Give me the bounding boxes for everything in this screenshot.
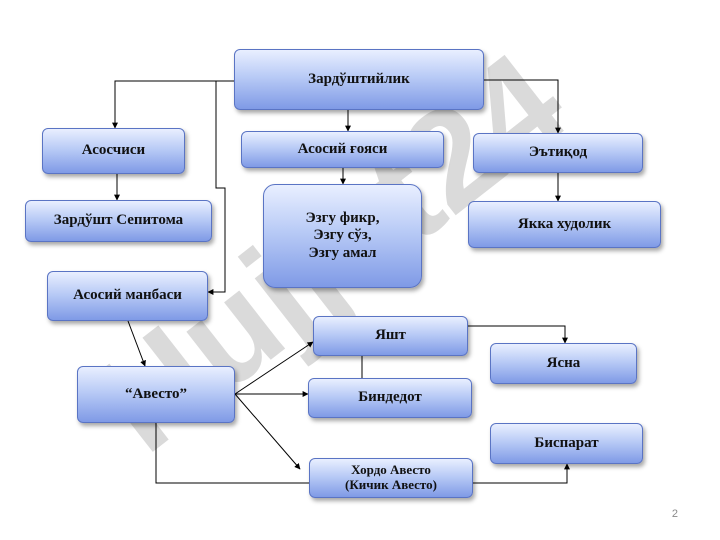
node-idea-text: Эзгу фикр, Эзгу сўз, Эзгу амал: [263, 184, 422, 288]
node-avesto: “Авесто”: [77, 366, 235, 423]
edge-root-belief: [484, 79, 561, 134]
node-bisparat: Биспарат: [490, 423, 643, 464]
node-belief-text: Якка худолик: [468, 201, 661, 248]
edge-source-avesto: [127, 320, 146, 367]
edge-avesto-khordo: [234, 393, 301, 470]
node-founder-name: Зардўшт Сепитома: [25, 200, 212, 242]
edge-avesto-yasht: [234, 341, 314, 395]
node-bindedot: Биндедот: [308, 378, 472, 418]
edge-root-founder: [112, 80, 234, 129]
node-khordo: Хордо Авесто (Кичик Авесто): [309, 458, 473, 498]
node-yasht: Яшт: [313, 316, 468, 356]
page-number: 2: [671, 508, 678, 520]
node-main-source: Асосий манбаси: [47, 271, 208, 321]
node-root: Зардўштийлик: [234, 49, 484, 110]
node-belief: Эътиқод: [473, 133, 643, 173]
node-founder: Асосчиси: [42, 128, 185, 174]
edge-root-source: [207, 80, 234, 295]
node-main-idea: Асосий ғояси: [241, 131, 444, 168]
node-yasna: Ясна: [490, 343, 637, 384]
